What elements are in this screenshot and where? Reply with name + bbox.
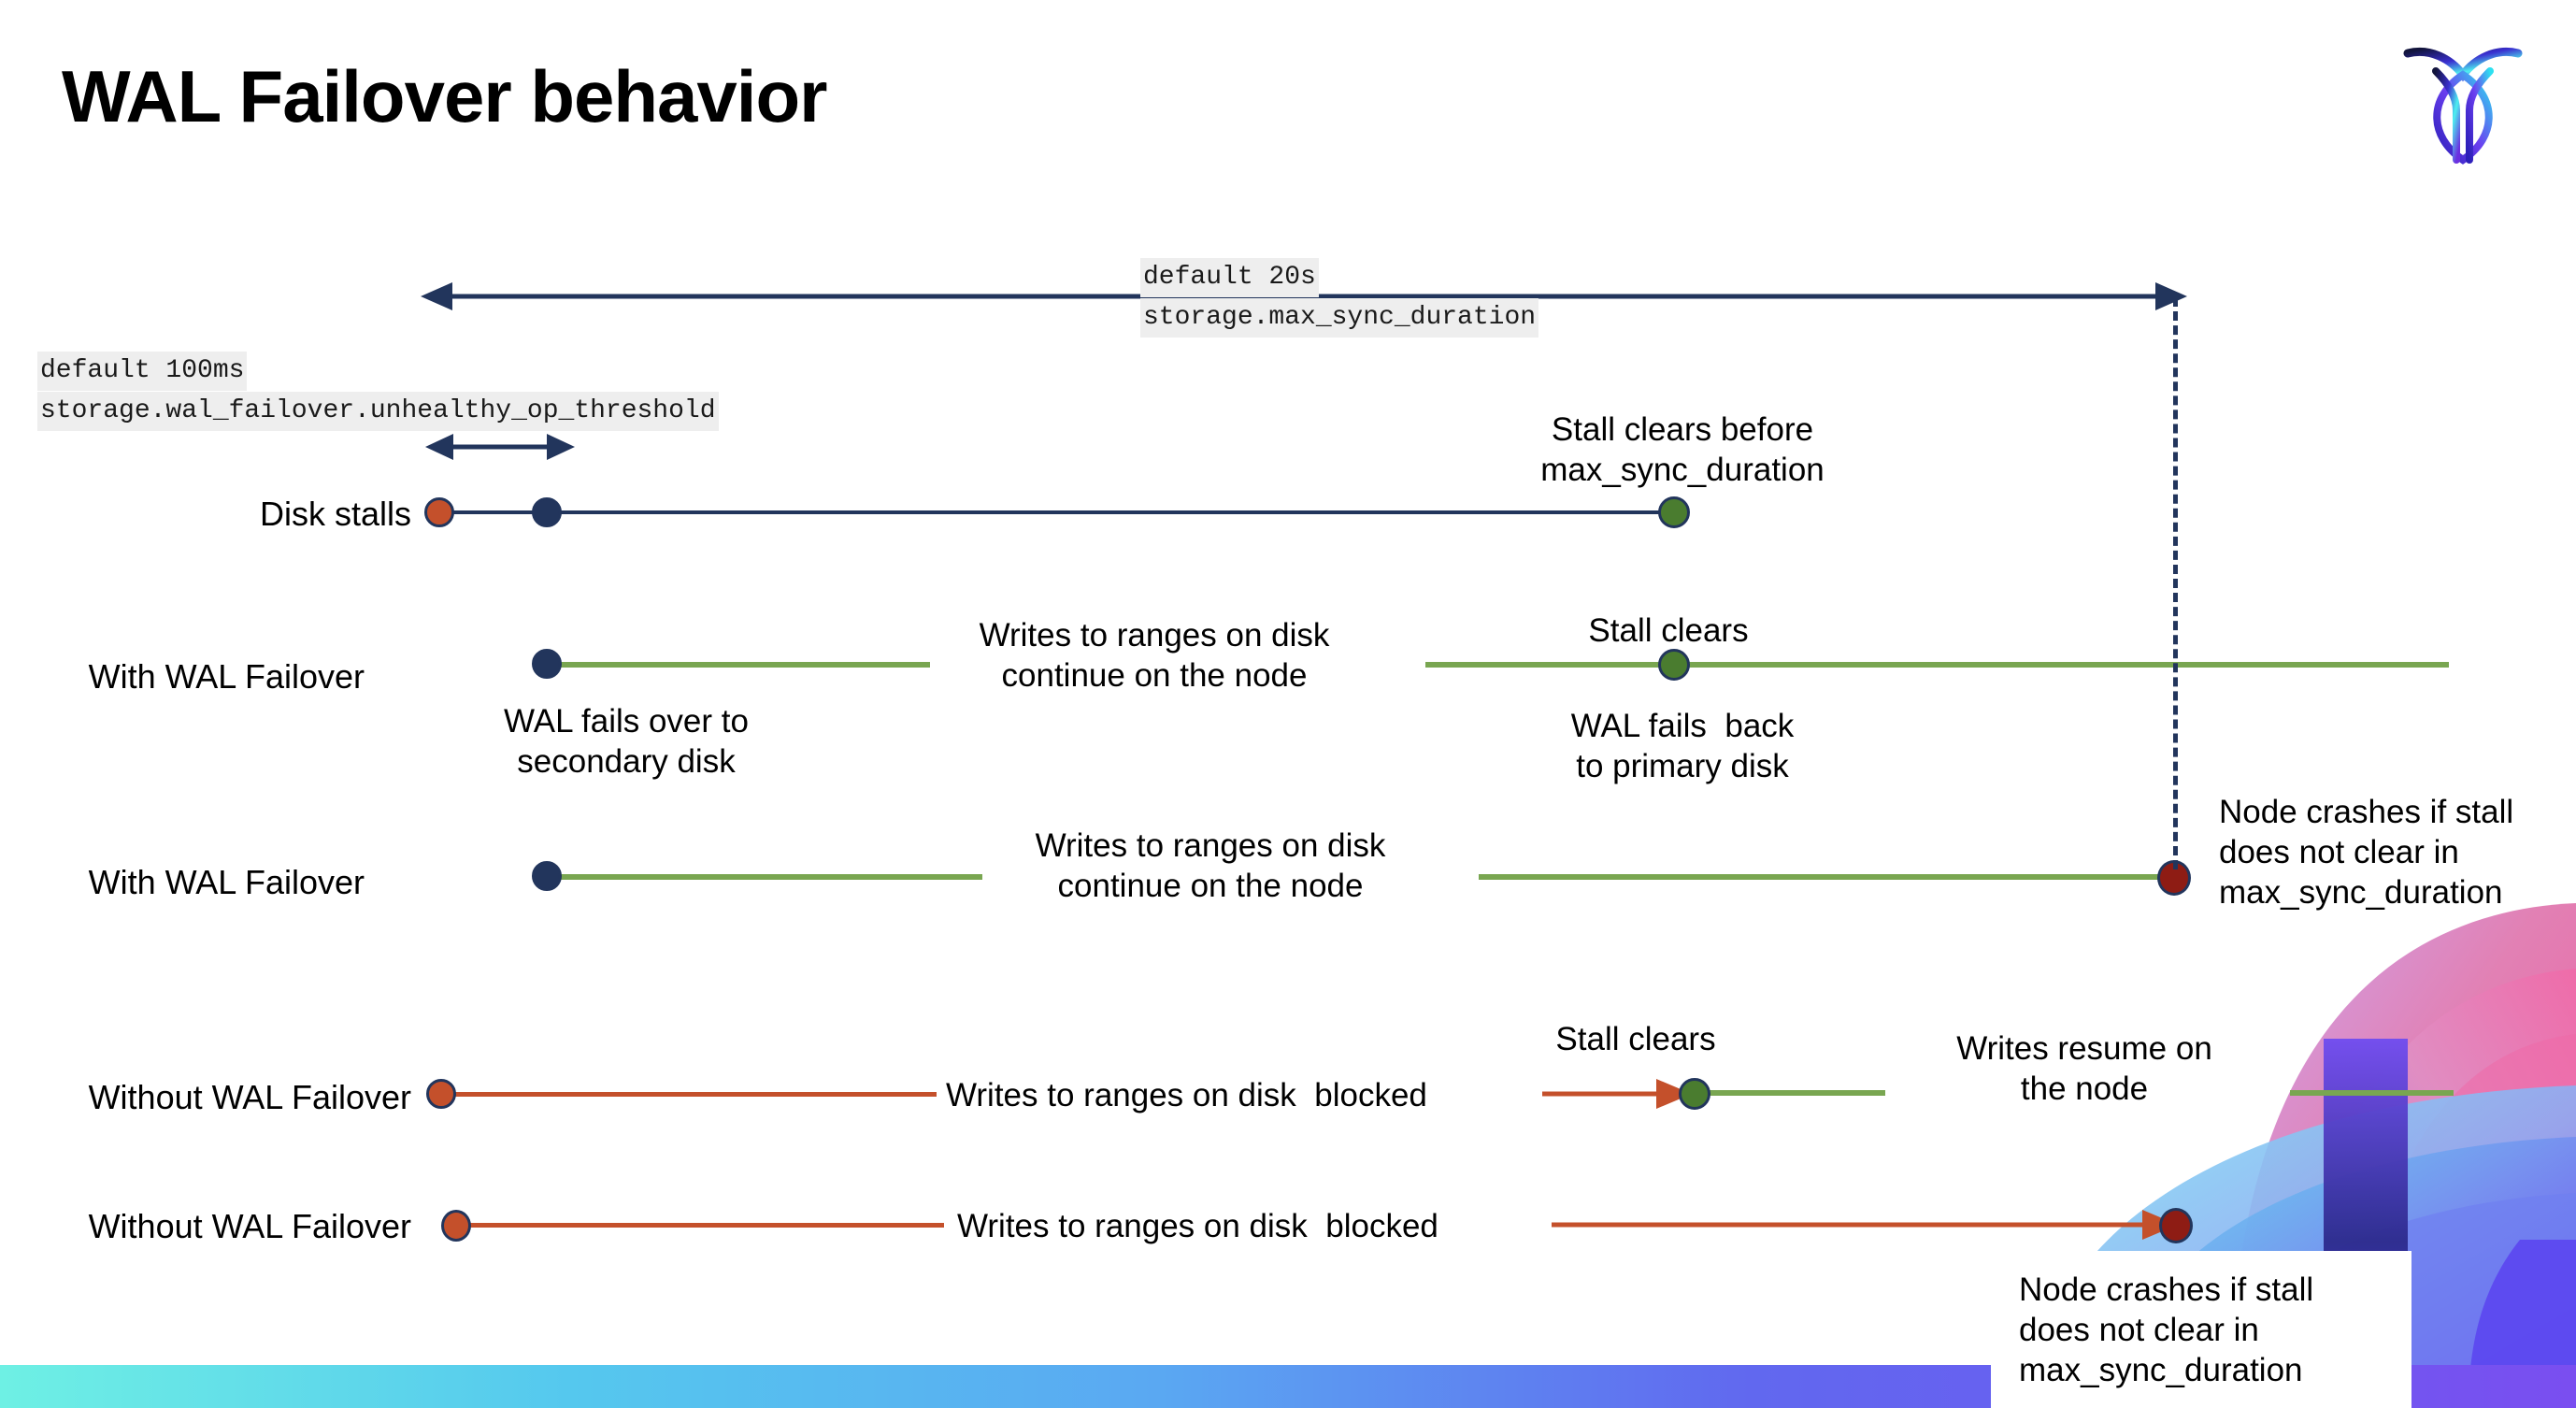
marker-stall-clears-row2: [1658, 649, 1690, 681]
note-writes-continue-row2: Writes to ranges on disk continue on the…: [979, 617, 1330, 695]
marker-failover-point-row2: [532, 649, 562, 679]
note-node-crashes-row3: Node crashes if stall does not clear in …: [2219, 794, 2514, 912]
row-label-with-wal-failover-clears: With WAL Failover: [88, 657, 365, 696]
marker-failover-point-row3: [532, 861, 562, 891]
marker-node-crash-row5: [2159, 1208, 2193, 1243]
marker-stall-clears-disk-stalls: [1658, 496, 1690, 528]
unhealthy-threshold-default-label: default 100ms: [37, 352, 248, 391]
node-crash-callout-box: [1991, 1251, 2411, 1408]
timeline-blocked-arrow-row4: [1542, 1079, 1692, 1109]
marker-failover-point-disk-stalls: [532, 497, 562, 527]
note-writes-blocked-row4: Writes to ranges on disk blocked: [946, 1077, 1427, 1113]
timeline-blocked-segment-row4a: [441, 1092, 937, 1097]
max-sync-duration-dashed-connector: [2173, 297, 2178, 869]
note-stall-clears-row2: Stall clears: [1588, 612, 1749, 649]
page-title: WAL Failover behavior: [62, 55, 827, 137]
note-stall-clears-before-max-sync: Stall clears before max_sync_duration: [1540, 411, 1825, 489]
max-sync-setting-label: storage.max_sync_duration: [1140, 298, 1539, 338]
note-writes-blocked-row5: Writes to ranges on disk blocked: [957, 1208, 1438, 1244]
timeline-blocked-segment-row5a: [458, 1223, 944, 1228]
note-writes-resume-row4: Writes resume on the node: [1956, 1030, 2212, 1108]
timeline-resume-segment-row4b: [2290, 1090, 2454, 1096]
unhealthy-threshold-span-arrow: [425, 434, 575, 460]
row-label-with-wal-failover-crash: With WAL Failover: [88, 863, 365, 901]
row-label-without-wal-failover-crash: Without WAL Failover: [88, 1207, 411, 1245]
timeline-secondary-segment-row3: [547, 874, 982, 880]
timeline-secondary-segment-row2: [547, 662, 930, 668]
marker-stall-clears-row4: [1679, 1078, 1710, 1110]
note-wal-fails-back-row2: WAL fails back to primary disk: [1570, 708, 1795, 785]
timeline-resume-segment-row4: [1698, 1090, 1885, 1096]
max-sync-default-label: default 20s: [1140, 258, 1319, 297]
timeline-blocked-arrow-row5: [1552, 1210, 2178, 1240]
timeline-primary-segment-row3: [1479, 874, 2172, 880]
cockroachdb-logo-icon: [2403, 48, 2523, 165]
marker-stall-start-row5: [441, 1210, 471, 1242]
unhealthy-threshold-setting-label: storage.wal_failover.unhealthy_op_thresh…: [37, 392, 719, 431]
marker-stall-start-row4: [426, 1079, 456, 1109]
marker-stall-start-disk-stalls: [424, 497, 454, 527]
timeline-primary-segment-row2: [1425, 662, 2449, 668]
row-label-disk-stalls: Disk stalls: [259, 495, 411, 533]
note-writes-continue-row3: Writes to ranges on disk continue on the…: [1035, 827, 1386, 905]
note-stall-clears-row4: Stall clears: [1555, 1021, 1716, 1057]
note-node-crashes-row5: Node crashes if stall does not clear in …: [2019, 1272, 2314, 1389]
row-label-without-wal-failover-clears: Without WAL Failover: [88, 1078, 411, 1116]
timeline-disk-stalls: [439, 510, 1673, 514]
note-wal-fails-over-row2: WAL fails over to secondary disk: [504, 703, 749, 781]
